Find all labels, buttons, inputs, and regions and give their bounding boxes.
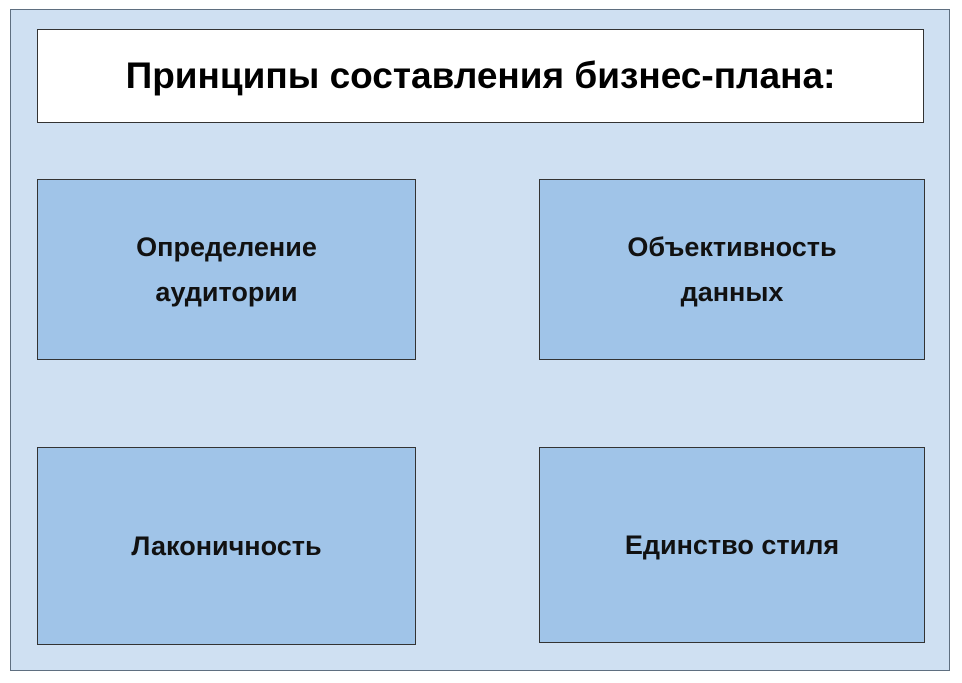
diagram-title: Принципы составления бизнес-плана: (125, 55, 836, 96)
title-box: Принципы составления бизнес-плана: (37, 29, 924, 123)
principle-box-audience: Определение аудитории (37, 179, 416, 360)
principle-box-objectivity: Объективность данных (539, 179, 925, 360)
principle-label-style-unity: Единство стиля (624, 529, 840, 560)
principle-box-style-unity: Единство стиля (539, 447, 925, 643)
principle-label-conciseness: Лаконичность (131, 530, 322, 561)
principle-label-objectivity: Объективность данных (627, 231, 837, 307)
principle-label-audience: Определение аудитории (136, 231, 317, 307)
principle-box-conciseness: Лаконичность (37, 447, 416, 645)
